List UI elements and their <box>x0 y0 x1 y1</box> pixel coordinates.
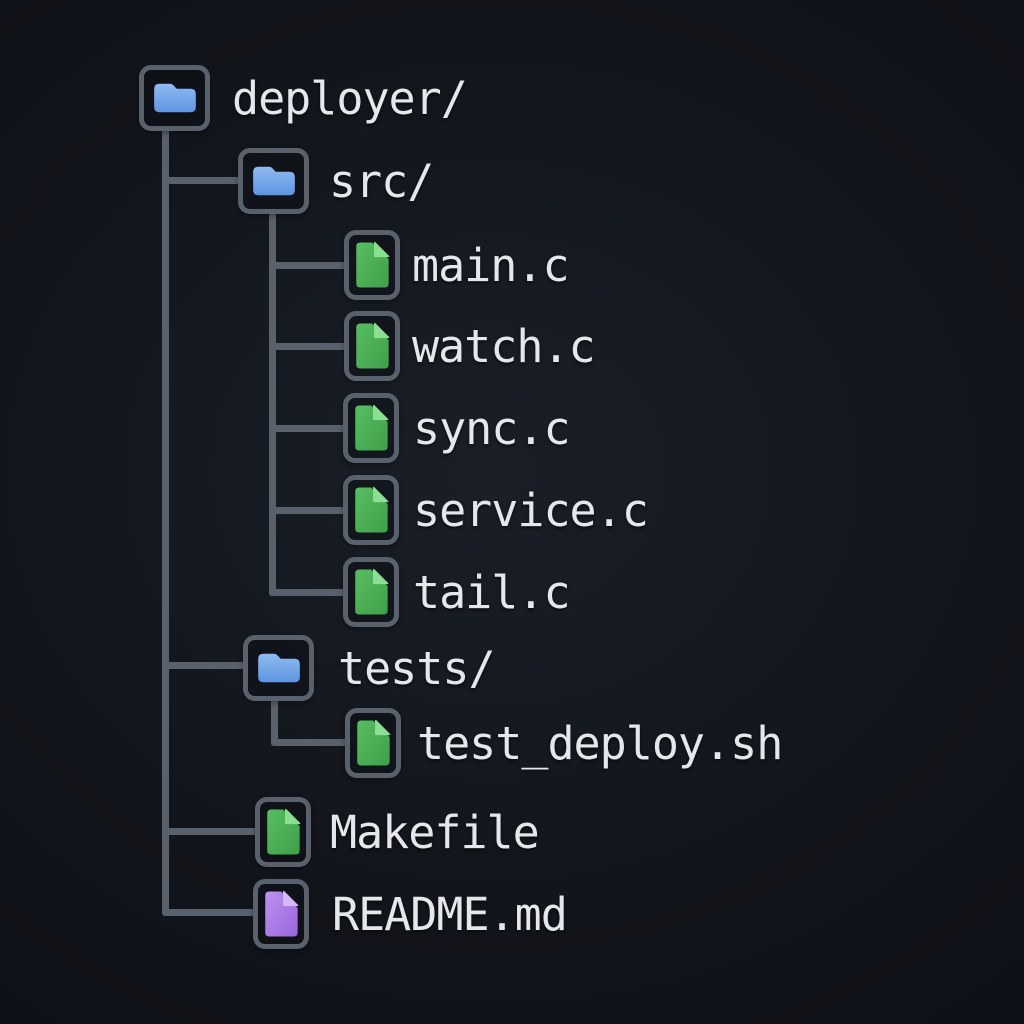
folder-icon-frame <box>238 148 309 214</box>
connector-branch-sync <box>269 425 345 432</box>
connector-spine-src <box>269 213 276 596</box>
tree-node-readme-md: README.md <box>253 879 568 949</box>
connector-spine-deployer <box>162 127 169 915</box>
node-label: src/ <box>329 154 434 208</box>
tree-node-tests: tests/ <box>243 635 496 701</box>
file-icon <box>353 567 389 617</box>
connector-branch-readme <box>162 909 255 916</box>
connector-spine-tests <box>271 699 278 746</box>
file-icon <box>265 807 301 857</box>
connector-branch-makefile <box>162 828 257 835</box>
node-label: sync.c <box>413 401 571 455</box>
tree-node-main-c: main.c <box>344 230 570 300</box>
folder-icon <box>152 80 198 116</box>
file-icon <box>354 321 390 371</box>
connector-branch-service <box>269 507 345 514</box>
file-icon-frame <box>344 230 400 300</box>
tree-node-service-c: service.c <box>343 475 649 545</box>
connector-branch-tests <box>162 662 245 669</box>
file-icon <box>355 718 391 768</box>
file-icon <box>263 889 299 939</box>
node-label: watch.c <box>412 319 596 373</box>
tree-node-tail-c: tail.c <box>343 557 571 627</box>
connector-branch-tail <box>269 589 345 596</box>
file-icon <box>353 485 389 535</box>
folder-icon-frame <box>139 65 210 131</box>
file-icon-frame <box>345 708 401 778</box>
file-icon-frame <box>344 311 400 381</box>
folder-icon <box>256 650 302 686</box>
tree-node-sync-c: sync.c <box>343 393 571 463</box>
folder-icon <box>251 163 297 199</box>
node-label: README.md <box>332 887 568 941</box>
connector-branch-testdeploy <box>271 739 347 746</box>
file-icon-frame <box>343 393 399 463</box>
connector-branch-main <box>269 262 346 269</box>
tree-node-watch-c: watch.c <box>344 311 596 381</box>
node-label: Makefile <box>330 805 540 859</box>
node-label: test_deploy.sh <box>417 716 783 770</box>
tree-node-deployer: deployer/ <box>139 65 468 131</box>
connector-branch-watch <box>269 343 346 350</box>
node-label: service.c <box>413 483 649 537</box>
folder-icon-frame <box>243 635 314 701</box>
tree-node-makefile: Makefile <box>255 797 540 867</box>
node-label: tail.c <box>413 565 571 619</box>
node-label: main.c <box>412 238 570 292</box>
file-icon <box>353 403 389 453</box>
connector-branch-src <box>162 177 240 184</box>
file-icon-frame <box>253 879 309 949</box>
node-label: tests/ <box>338 641 496 695</box>
file-icon-frame <box>343 557 399 627</box>
file-icon-frame <box>255 797 311 867</box>
file-icon <box>354 240 390 290</box>
file-icon-frame <box>343 475 399 545</box>
node-label: deployer/ <box>232 71 468 125</box>
tree-node-test-deploy-sh: test_deploy.sh <box>345 708 783 778</box>
tree-node-src: src/ <box>238 148 434 214</box>
